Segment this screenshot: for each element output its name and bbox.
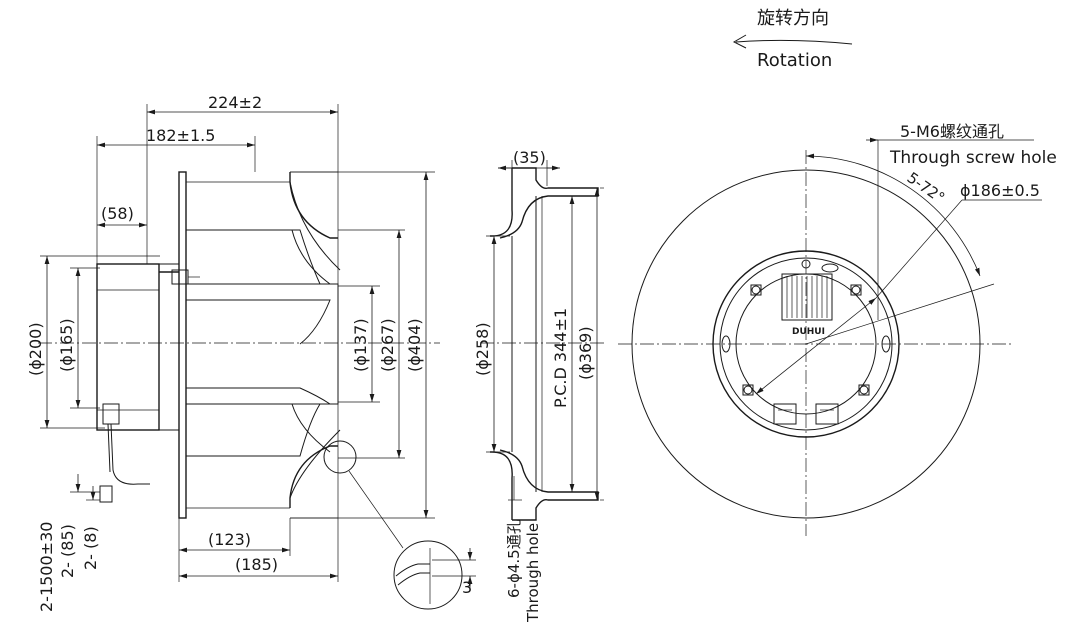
holes-label-cn: 6-ϕ4.5通孔 xyxy=(505,519,523,598)
dim-35: (35) xyxy=(513,148,546,167)
dim-phi200: (ϕ200) xyxy=(26,322,45,376)
cable xyxy=(110,423,150,485)
heat-sink xyxy=(781,273,833,321)
dim-phi165: (ϕ165) xyxy=(57,318,76,372)
dim-58: (58) xyxy=(101,204,134,223)
dim-phi137: (ϕ137) xyxy=(351,318,370,372)
front-view: DUHUI ϕ186±0.5 xyxy=(618,122,1057,536)
cable-8: 2- (8) xyxy=(81,526,100,570)
dim-185: (185) xyxy=(235,555,278,574)
inlet-ring-bottom xyxy=(490,449,599,521)
motor-housing xyxy=(96,263,160,431)
cable-gland xyxy=(102,403,120,425)
hub xyxy=(185,283,339,405)
cable-85: 2- (85) xyxy=(58,524,77,578)
dim-phi186: ϕ186±0.5 xyxy=(960,181,1040,200)
detail-marker xyxy=(323,440,357,474)
screw-label-en: Through screw hole xyxy=(889,148,1057,168)
rotation-indicator: 旋转方向 Rotation xyxy=(732,8,853,71)
dim-phi267: (ϕ267) xyxy=(378,318,397,372)
angle-arc xyxy=(805,153,981,277)
side-view: 224±2 182±1.5 (58) (ϕ200) (ϕ165) (ϕ137) … xyxy=(26,93,476,612)
dim-phi369: (ϕ369) xyxy=(576,326,595,380)
inlet-ring-top xyxy=(490,167,599,239)
dim-224: 224±2 xyxy=(208,93,262,112)
back-plate xyxy=(178,171,187,519)
dim-phi404: (ϕ404) xyxy=(405,318,424,372)
dim-123: (123) xyxy=(208,530,251,549)
impeller-outline xyxy=(289,172,338,508)
detail-dim-3: 3 xyxy=(462,578,472,597)
screw-label-cn: 5-M6螺纹通孔 xyxy=(900,122,1004,141)
rotation-arrow xyxy=(735,39,853,45)
brand-logo: DUHUI xyxy=(792,327,825,337)
dim-182: 182±1.5 xyxy=(146,126,215,145)
dim-pcd: P.C.D 344±1 xyxy=(551,308,570,408)
section-view: (35) (ϕ258) P.C.D 344±1 (ϕ369) 6-ϕ4.5通孔 … xyxy=(473,148,606,623)
angle-label: 5-72° xyxy=(904,169,948,208)
holes-label-en: Through hole xyxy=(524,523,542,623)
rotation-label-cn: 旋转方向 xyxy=(757,8,829,29)
cable-length: 2-1500±30 xyxy=(37,522,56,612)
rotation-label-en: Rotation xyxy=(757,50,832,71)
connectors xyxy=(773,403,839,425)
detail-circle xyxy=(393,540,463,610)
dim-phi258: (ϕ258) xyxy=(473,322,492,376)
